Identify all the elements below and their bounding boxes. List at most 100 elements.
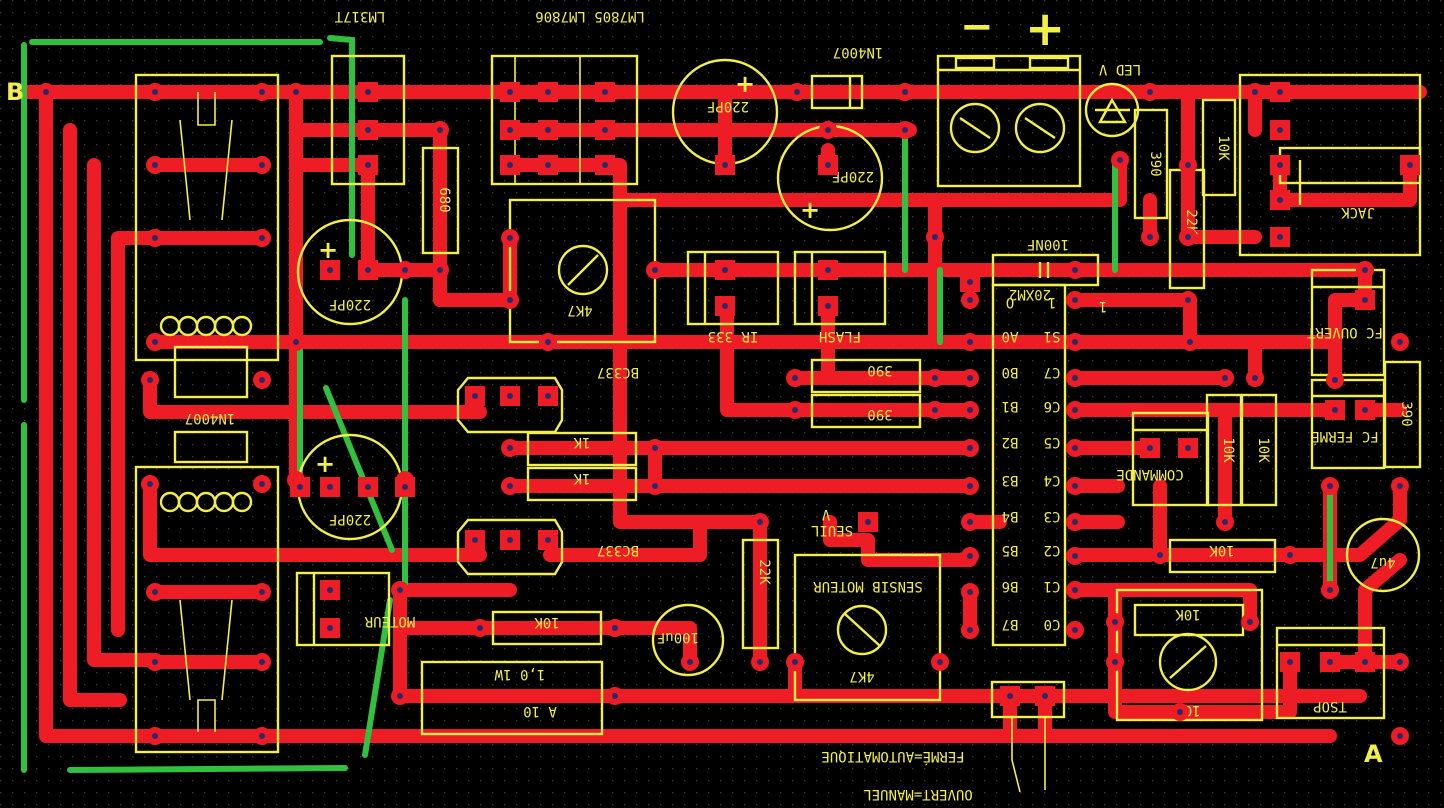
pad-hole — [472, 393, 478, 399]
pad-hole — [1397, 733, 1403, 739]
fc-ferme-label: FC FERMÉ — [1311, 428, 1378, 445]
shunt-bot-label: A 10 — [523, 703, 557, 719]
ic-pin-left-label: B0 — [1002, 364, 1019, 380]
cap-220-d-plus: + — [800, 196, 820, 224]
pad-hole — [1397, 339, 1403, 345]
pad-hole — [1222, 375, 1228, 381]
res-390-v — [1133, 108, 1169, 220]
pad-hole — [1332, 407, 1338, 413]
cap-4u7-label: 4u7 — [1370, 554, 1395, 570]
pad-hole — [1222, 519, 1228, 525]
diode-top — [810, 74, 864, 110]
pad-hole — [687, 659, 693, 665]
moteur — [295, 571, 391, 647]
ic-pin-left-label: B6 — [1002, 578, 1019, 594]
pad-hole — [1072, 553, 1078, 559]
ic-pin-right-label: C2 — [1044, 542, 1061, 558]
pad-hole — [259, 481, 265, 487]
pad-hole — [932, 234, 938, 240]
ic-pin-right-label: C0 — [1044, 616, 1061, 632]
pad-hole — [1247, 619, 1253, 625]
fc-ouvert-label: FC OUVERT — [1307, 324, 1383, 340]
pad-hole — [1112, 619, 1118, 625]
pad-hole — [545, 537, 551, 543]
pad-hole — [967, 375, 973, 381]
pad-hole — [1277, 89, 1283, 95]
pad-hole — [1277, 234, 1283, 240]
diode-top-label: 1N4007 — [833, 44, 884, 60]
pad-hole — [1072, 407, 1078, 413]
pad-hole — [1362, 407, 1368, 413]
pad-hole — [757, 659, 763, 665]
pad-hole — [152, 339, 158, 345]
pad-hole — [1185, 297, 1191, 303]
pad-hole — [1185, 162, 1191, 168]
res-10k-mid — [491, 610, 603, 646]
res-22k-capteur — [741, 538, 780, 650]
cap-220-b-label: 220PF — [329, 511, 371, 527]
cap-220-c-label: 220PF — [707, 98, 749, 114]
pad-hole — [602, 127, 608, 133]
pad-hole — [259, 162, 265, 168]
pad-hole — [612, 693, 618, 699]
pad-hole — [825, 267, 831, 273]
relay-bottom-outline — [134, 465, 280, 754]
pad-hole — [1407, 162, 1413, 168]
pad-hole — [1072, 587, 1078, 593]
pad-hole — [1252, 375, 1258, 381]
pad-hole — [365, 267, 371, 273]
pad-hole — [402, 484, 408, 490]
pad-hole — [1327, 587, 1333, 593]
pad-hole — [792, 407, 798, 413]
minus-sign: − — [960, 4, 994, 50]
pad-hole — [1112, 659, 1118, 665]
res-10k-v — [1201, 98, 1237, 197]
cap-220-d-label: 220PF — [832, 168, 874, 184]
pad-hole — [652, 267, 658, 273]
res-390-side — [1383, 360, 1422, 469]
pad-hole — [1277, 162, 1283, 168]
ic-pin-left-label: B4 — [1002, 508, 1019, 524]
pad-hole — [152, 162, 158, 168]
diode-1n4007-mid-body — [173, 430, 249, 464]
bc337-bot-label: BC337 — [597, 542, 639, 558]
pad-hole — [1397, 659, 1403, 665]
pad-hole — [259, 733, 265, 739]
res-390-b-label: 390 — [867, 406, 892, 422]
seuil-label: SEUIL — [811, 522, 853, 538]
res-10k-v2-label: 10K — [1220, 437, 1236, 463]
pad-hole — [365, 89, 371, 95]
pad-hole — [397, 587, 403, 593]
pad-hole — [507, 445, 513, 451]
pad-hole — [1362, 659, 1368, 665]
pad-hole — [507, 393, 513, 399]
ic-pin-right-label: C6 — [1044, 398, 1061, 414]
cap-220-b-plus: + — [315, 450, 335, 478]
res-10k-v3 — [1240, 393, 1278, 507]
pad-hole — [507, 162, 513, 168]
regulator-label-1: LM317T — [334, 8, 385, 24]
pad-hole — [152, 733, 158, 739]
tsop-label: TSOP — [1313, 698, 1347, 714]
flash — [793, 250, 887, 326]
res-1k-a — [526, 431, 638, 467]
pad-hole — [327, 625, 333, 631]
pad-hole — [1147, 89, 1153, 95]
pad-hole — [152, 89, 158, 95]
pad-hole — [1362, 297, 1368, 303]
pad-hole — [722, 267, 728, 273]
fc-ouvert — [1310, 268, 1386, 377]
relay-contacts — [179, 92, 233, 732]
cap-220-a-label: 220PF — [329, 296, 371, 312]
mode-connector — [990, 680, 1066, 719]
pad-hole — [1072, 267, 1078, 273]
pad-hole — [902, 89, 908, 95]
pad-hole — [1072, 339, 1078, 345]
commande-label: COMMANDE — [1116, 466, 1183, 482]
pad-hole — [1072, 375, 1078, 381]
jack-label: JACK — [1341, 204, 1375, 220]
pad-hole — [507, 537, 513, 543]
pad-hole — [1287, 552, 1293, 558]
pad-hole — [932, 375, 938, 381]
